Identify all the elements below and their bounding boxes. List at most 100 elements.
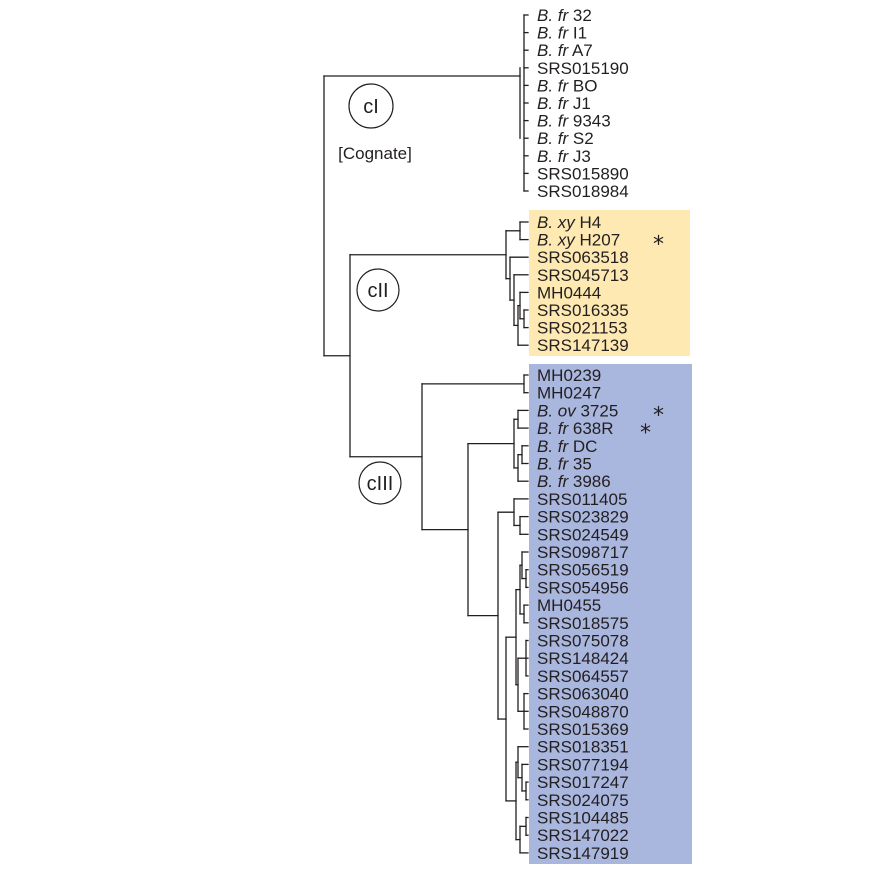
leaf-strain: SRS063040 xyxy=(537,685,629,704)
leaf-label: SRS148424 xyxy=(537,649,629,668)
leaf-label: B. fr I1 xyxy=(537,24,587,43)
leaf-label: B. fr 35 xyxy=(537,455,592,474)
leaf-label: B. fr 3986 xyxy=(537,472,611,491)
leaf-label: B. fr A7 xyxy=(537,41,593,60)
leaf-strain: BO xyxy=(568,76,597,95)
clade-cI-label: cI xyxy=(363,96,379,118)
leaf-genus: B. fr xyxy=(537,24,570,43)
leaf-genus: B. fr xyxy=(537,147,570,166)
leaf-strain: SRS024075 xyxy=(537,791,629,810)
leaf-strain: SRS017247 xyxy=(537,773,629,792)
leaf-strain: 3725 xyxy=(576,401,619,420)
leaf-label: B. xy H207 xyxy=(537,231,620,250)
clade-cII-circle xyxy=(356,268,400,312)
leaf-strain: I1 xyxy=(568,24,587,43)
leaf-label: SRS063518 xyxy=(537,248,629,267)
leaf-strain: SRS015369 xyxy=(537,720,629,739)
leaf-strain: SRS148424 xyxy=(537,649,629,668)
star-marker: * xyxy=(653,403,664,428)
leaf-label: SRS015890 xyxy=(537,164,629,183)
leaf-strain: S2 xyxy=(568,129,594,148)
leaf-label: SRS045713 xyxy=(537,266,629,285)
leaf-strain: SRS147022 xyxy=(537,826,629,845)
leaf-label: SRS015369 xyxy=(537,720,629,739)
leaf-strain: J3 xyxy=(568,147,591,166)
leaf-strain: MH0455 xyxy=(537,596,601,615)
leaf-strain: SRS075078 xyxy=(537,632,629,651)
leaf-label: SRS054956 xyxy=(537,578,629,597)
leaf-strain: SRS098717 xyxy=(537,543,629,562)
leaf-strain: SRS018984 xyxy=(537,182,629,201)
leaf-genus: B. fr xyxy=(537,112,570,131)
leaf-label: SRS077194 xyxy=(537,755,629,774)
leaf-strain: SRS063518 xyxy=(537,248,629,267)
leaf-genus: B. fr xyxy=(537,41,570,60)
leaf-strain: SRS048870 xyxy=(537,702,629,721)
leaf-label: B. fr 9343 xyxy=(537,112,611,131)
leaf-label: B. ov 3725 xyxy=(537,401,618,420)
leaf-strain: MH0239 xyxy=(537,366,601,385)
leaf-label: SRS147022 xyxy=(537,826,629,845)
leaf-strain: 638R xyxy=(568,419,613,438)
leaf-genus: B. fr xyxy=(537,129,570,148)
clade-cI-circle xyxy=(348,83,394,129)
leaf-label: B. fr DC xyxy=(537,437,597,456)
leaf-genus: B. fr xyxy=(537,419,570,438)
leaf-genus: B. xy xyxy=(537,231,576,250)
leaf-label: SRS016335 xyxy=(537,301,629,320)
leaf-strain: 9343 xyxy=(568,112,611,131)
leaf-label: B. fr S2 xyxy=(537,129,594,148)
leaf-genus: B. fr xyxy=(537,437,570,456)
leaf-label: MH0239 xyxy=(537,366,601,385)
leaf-strain: SRS021153 xyxy=(537,319,627,338)
clade-highlights xyxy=(529,210,692,864)
leaf-label: B. fr J3 xyxy=(537,147,591,166)
leaf-strain: SRS147139 xyxy=(537,336,629,355)
leaf-label: SRS075078 xyxy=(537,632,629,651)
leaf-label: B. fr BO xyxy=(537,76,597,95)
clade-cII-label: cII xyxy=(367,280,388,302)
leaf-strain: H4 xyxy=(575,213,601,232)
leaf-strain: SRS015890 xyxy=(537,164,629,183)
clade-cI-note: [Cognate] xyxy=(338,144,412,163)
leaf-genus: B. ov xyxy=(537,401,577,420)
leaf-genus: B. fr xyxy=(537,94,570,113)
leaf-label: MH0247 xyxy=(537,384,601,403)
leaf-label: SRS023829 xyxy=(537,508,629,527)
leaf-label: B. fr 32 xyxy=(537,6,592,25)
star-marker: * xyxy=(653,233,664,258)
leaf-label: B. fr J1 xyxy=(537,94,591,113)
leaf-genus: B. fr xyxy=(537,455,570,474)
leaf-label: SRS147139 xyxy=(537,336,629,355)
leaf-label: SRS018984 xyxy=(537,182,629,201)
leaf-label: MH0444 xyxy=(537,283,601,302)
leaf-label: SRS048870 xyxy=(537,702,629,721)
leaf-label: B. fr 638R xyxy=(537,419,614,438)
tree-branches xyxy=(323,14,529,854)
leaf-strain: A7 xyxy=(568,41,593,60)
leaf-label: SRS011405 xyxy=(537,490,627,509)
leaf-label: SRS063040 xyxy=(537,685,629,704)
leaf-genus: B. fr xyxy=(537,6,570,25)
leaf-label: SRS056519 xyxy=(537,561,629,580)
leaf-strain: MH0247 xyxy=(537,384,601,403)
leaf-strain: SRS015190 xyxy=(537,59,629,78)
leaf-genus: B. fr xyxy=(537,76,570,95)
clade-cIII-circle xyxy=(358,461,402,505)
leaf-label: SRS064557 xyxy=(537,667,629,686)
leaf-label: SRS024075 xyxy=(537,791,629,810)
leaf-label: SRS024549 xyxy=(537,525,629,544)
clade-cII-highlight xyxy=(529,210,690,356)
leaf-strain: SRS077194 xyxy=(537,755,629,774)
clade-cIII-highlight xyxy=(529,364,692,864)
leaf-label: B. xy H4 xyxy=(537,213,601,232)
leaf-strain: SRS054956 xyxy=(537,578,629,597)
leaf-label: SRS098717 xyxy=(537,543,629,562)
leaf-strain: SRS045713 xyxy=(537,266,629,285)
leaf-label: SRS018351 xyxy=(537,738,629,757)
leaf-label: SRS018575 xyxy=(537,614,629,633)
leaf-label: SRS021153 xyxy=(537,319,627,338)
